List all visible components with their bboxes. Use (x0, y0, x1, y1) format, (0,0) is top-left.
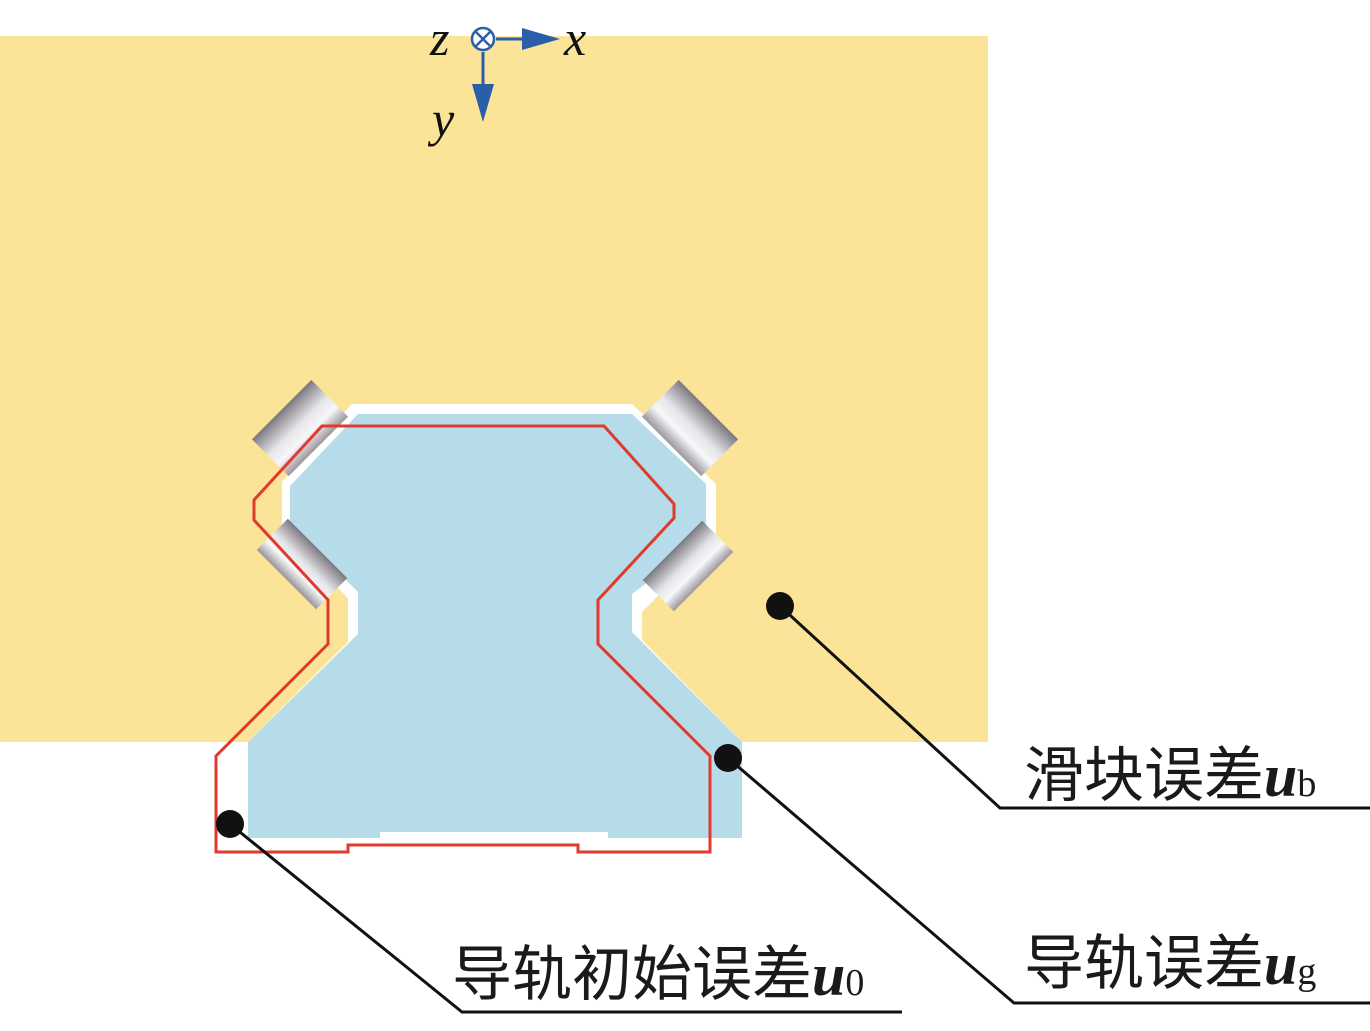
y-arrow-head-icon (472, 84, 494, 122)
x-arrow-head-icon (522, 28, 560, 50)
initial-error-outline (214, 424, 712, 854)
leader-slider-error (778, 604, 1370, 810)
z-axis-label: z (429, 10, 449, 66)
label-rail-error: 导轨误差ug (1024, 929, 1316, 999)
dot-rail-error (714, 744, 742, 772)
slider-block (0, 36, 988, 742)
x-axis-label: x (563, 10, 586, 66)
coordinate-axes: z x y (427, 10, 586, 147)
leader-rail-initial-error (229, 822, 902, 1014)
y-axis-label: y (427, 91, 455, 147)
label-rail-initial-error: 导轨初始误差u0 (452, 940, 864, 1010)
dot-rail-initial-error (216, 810, 244, 838)
label-slider-error: 滑块误差ub (1024, 741, 1316, 811)
rollers (251, 379, 739, 612)
callout-leaders (216, 592, 1370, 1014)
roller-bottom-left (256, 518, 348, 610)
leader-rail-error (727, 756, 1370, 1005)
roller-top-right (641, 379, 739, 477)
dot-slider-error (766, 592, 794, 620)
guide-rail (248, 414, 742, 838)
roller-top-left (251, 379, 349, 477)
roller-bottom-right (642, 520, 734, 612)
z-cross-b (475, 31, 491, 47)
